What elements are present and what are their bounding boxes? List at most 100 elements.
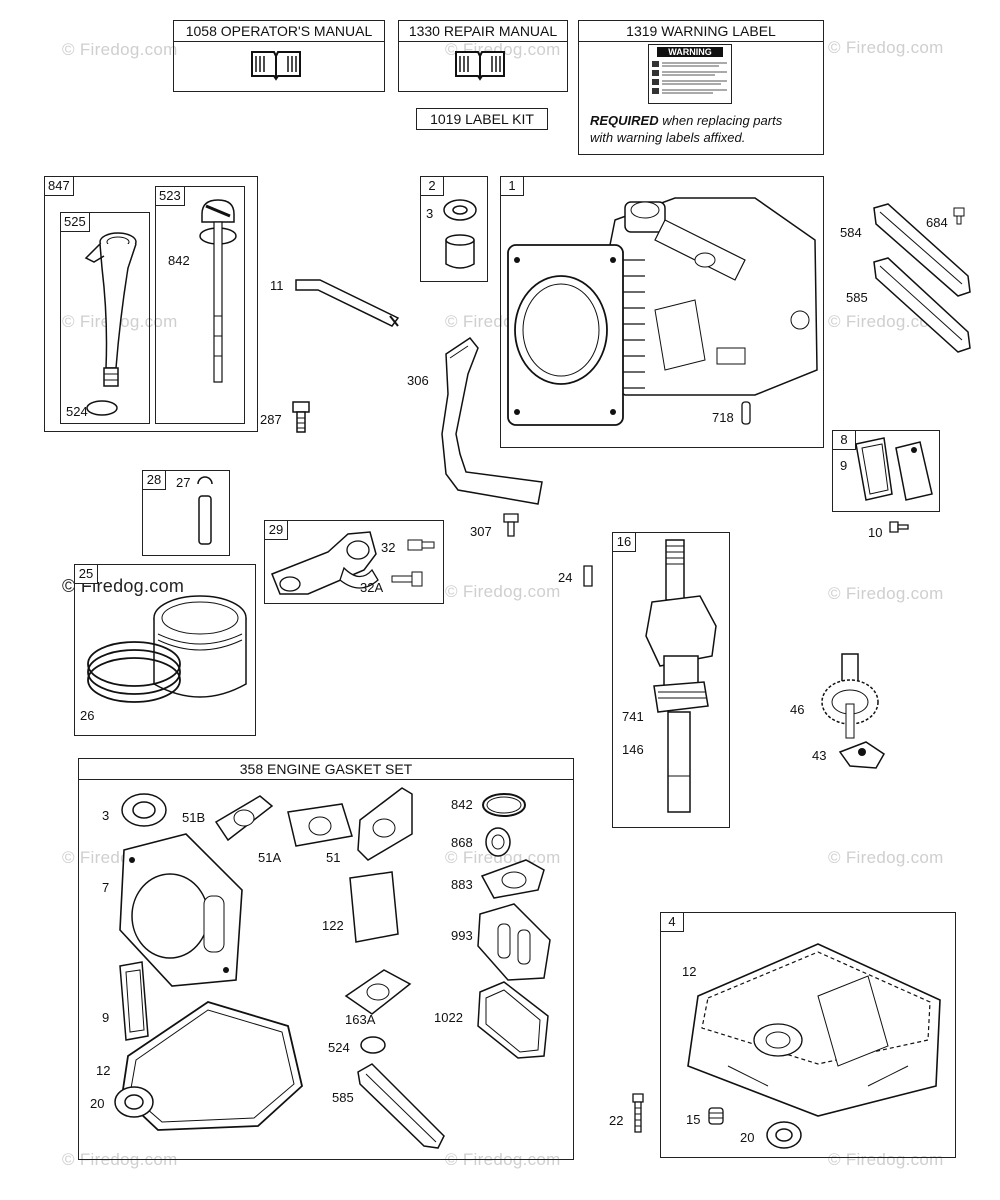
operators-manual-title: 1058 OPERATOR'S MANUAL bbox=[173, 20, 385, 42]
label-684: 684 bbox=[926, 215, 948, 230]
gasket-set-title: 358 ENGINE GASKET SET bbox=[78, 758, 574, 780]
dipstick-drawing bbox=[196, 196, 240, 390]
crankcase-drawing bbox=[505, 180, 820, 442]
gasket-label-51b: 51B bbox=[182, 810, 206, 825]
governor-crank-drawing bbox=[836, 734, 888, 772]
group-29-tag: 29 bbox=[264, 520, 288, 540]
gasket-51b-drawing bbox=[210, 792, 276, 844]
required-rest: when replacing parts bbox=[658, 113, 783, 128]
bolt-287-drawing bbox=[290, 400, 312, 436]
label-585: 585 bbox=[846, 290, 868, 305]
label-306: 306 bbox=[407, 373, 429, 388]
group-525-tag: 525 bbox=[60, 212, 90, 232]
label-27: 27 bbox=[176, 475, 191, 490]
gasket-883-drawing bbox=[478, 856, 550, 902]
gasket-51a-drawing bbox=[284, 800, 356, 850]
warning-sticker-icons bbox=[652, 61, 727, 94]
gasket-label-7: 7 bbox=[102, 880, 110, 895]
group-29-box bbox=[264, 520, 444, 604]
oil-sump-drawing bbox=[668, 936, 948, 1124]
oil-seal-20b-drawing bbox=[764, 1118, 804, 1152]
watermark: © Firedog.com bbox=[828, 584, 944, 603]
o-ring-524-drawing bbox=[84, 398, 120, 418]
label-842: 842 bbox=[168, 253, 190, 268]
watermark: © Firedog.com bbox=[828, 848, 944, 867]
label-kit-box: 1019 LABEL KIT bbox=[416, 108, 548, 130]
label-3: 3 bbox=[426, 206, 434, 221]
bolt-22-drawing bbox=[630, 1092, 646, 1134]
label-32a: 32A bbox=[360, 580, 384, 595]
group-28-tag: 28 bbox=[142, 470, 166, 490]
watermark: © Firedog.com bbox=[828, 312, 944, 331]
group-25-tag: 25 bbox=[74, 564, 98, 584]
group-1-tag: 1 bbox=[500, 176, 524, 196]
label-22: 22 bbox=[609, 1113, 624, 1128]
gasket-label-842: 842 bbox=[451, 797, 473, 812]
air-guide-306-drawing bbox=[438, 334, 550, 510]
label-9: 9 bbox=[840, 458, 848, 473]
screw-307-drawing bbox=[502, 512, 520, 538]
gasket-163a-drawing bbox=[342, 966, 414, 1018]
label-10: 10 bbox=[868, 525, 883, 540]
group-847-tag: 847 bbox=[44, 176, 74, 196]
label-307: 307 bbox=[470, 524, 492, 539]
group-2-tag: 2 bbox=[420, 176, 444, 196]
warning-sticker: WARNING bbox=[648, 44, 732, 104]
group-28-box bbox=[142, 470, 230, 556]
group-8-tag: 8 bbox=[832, 430, 856, 450]
gasket-label-868: 868 bbox=[451, 835, 473, 850]
o-ring-842-drawing bbox=[480, 790, 528, 820]
label-146: 146 bbox=[622, 742, 644, 757]
label-11: 11 bbox=[270, 278, 284, 293]
gasket-993-drawing bbox=[474, 900, 556, 984]
gasket-label-524: 524 bbox=[328, 1040, 350, 1055]
watermark: © Firedog.com bbox=[62, 40, 178, 59]
gasket-51-drawing bbox=[354, 784, 418, 864]
group-16-tag: 16 bbox=[612, 532, 636, 552]
manual-book-icon bbox=[452, 46, 508, 82]
label-24: 24 bbox=[558, 570, 573, 585]
group-525-box bbox=[60, 212, 150, 424]
gasket-label-9: 9 bbox=[102, 1010, 110, 1025]
seal-and-bushing-drawing bbox=[440, 194, 480, 274]
connecting-rod-drawing bbox=[268, 524, 440, 600]
group-523-tag: 523 bbox=[155, 186, 185, 206]
label-43: 43 bbox=[812, 748, 827, 763]
gasket-label-20: 20 bbox=[90, 1096, 105, 1111]
gasket-585b-drawing bbox=[354, 1060, 448, 1152]
repair-manual-title: 1330 REPAIR MANUAL bbox=[398, 20, 568, 42]
manual-book-icon bbox=[248, 46, 304, 82]
warning-required-note: REQUIRED when replacing parts with warni… bbox=[590, 112, 782, 146]
crankshaft-drawing bbox=[640, 536, 726, 824]
gasket-label-51: 51 bbox=[326, 850, 341, 865]
gasket-label-12: 12 bbox=[96, 1063, 111, 1078]
dipstick-tube-drawing bbox=[80, 228, 140, 398]
group-1-box bbox=[500, 176, 824, 448]
label-12: 12 bbox=[682, 964, 697, 979]
required-word: REQUIRED bbox=[590, 113, 659, 128]
required-line2: with warning labels affixed. bbox=[590, 130, 746, 145]
watermark: © Firedog.com bbox=[828, 1150, 944, 1169]
heat-shield-122-drawing bbox=[344, 868, 404, 948]
label-741: 741 bbox=[622, 709, 644, 724]
gasket-label-1022: 1022 bbox=[434, 1010, 463, 1025]
label-524: 524 bbox=[66, 404, 88, 419]
gasket-label-122: 122 bbox=[322, 918, 344, 933]
gasket-1022-drawing bbox=[474, 976, 554, 1062]
group-847-box bbox=[44, 176, 258, 432]
label-46: 46 bbox=[790, 702, 805, 717]
plug-15-drawing bbox=[706, 1104, 726, 1128]
label-20: 20 bbox=[740, 1130, 755, 1145]
group-2-box bbox=[420, 176, 488, 282]
group-523-box bbox=[155, 186, 245, 424]
o-ring-524b-drawing bbox=[358, 1034, 388, 1056]
key-24-drawing bbox=[582, 564, 594, 588]
screw-10-drawing bbox=[888, 518, 910, 536]
gasket-label-51a: 51A bbox=[258, 850, 282, 865]
piston-pin-drawing bbox=[194, 474, 216, 548]
group-16-box bbox=[612, 532, 730, 828]
label-287: 287 bbox=[260, 412, 282, 427]
group-8-box bbox=[832, 430, 940, 512]
oil-seal-20-drawing bbox=[112, 1084, 156, 1120]
group-4-tag: 4 bbox=[660, 912, 684, 932]
